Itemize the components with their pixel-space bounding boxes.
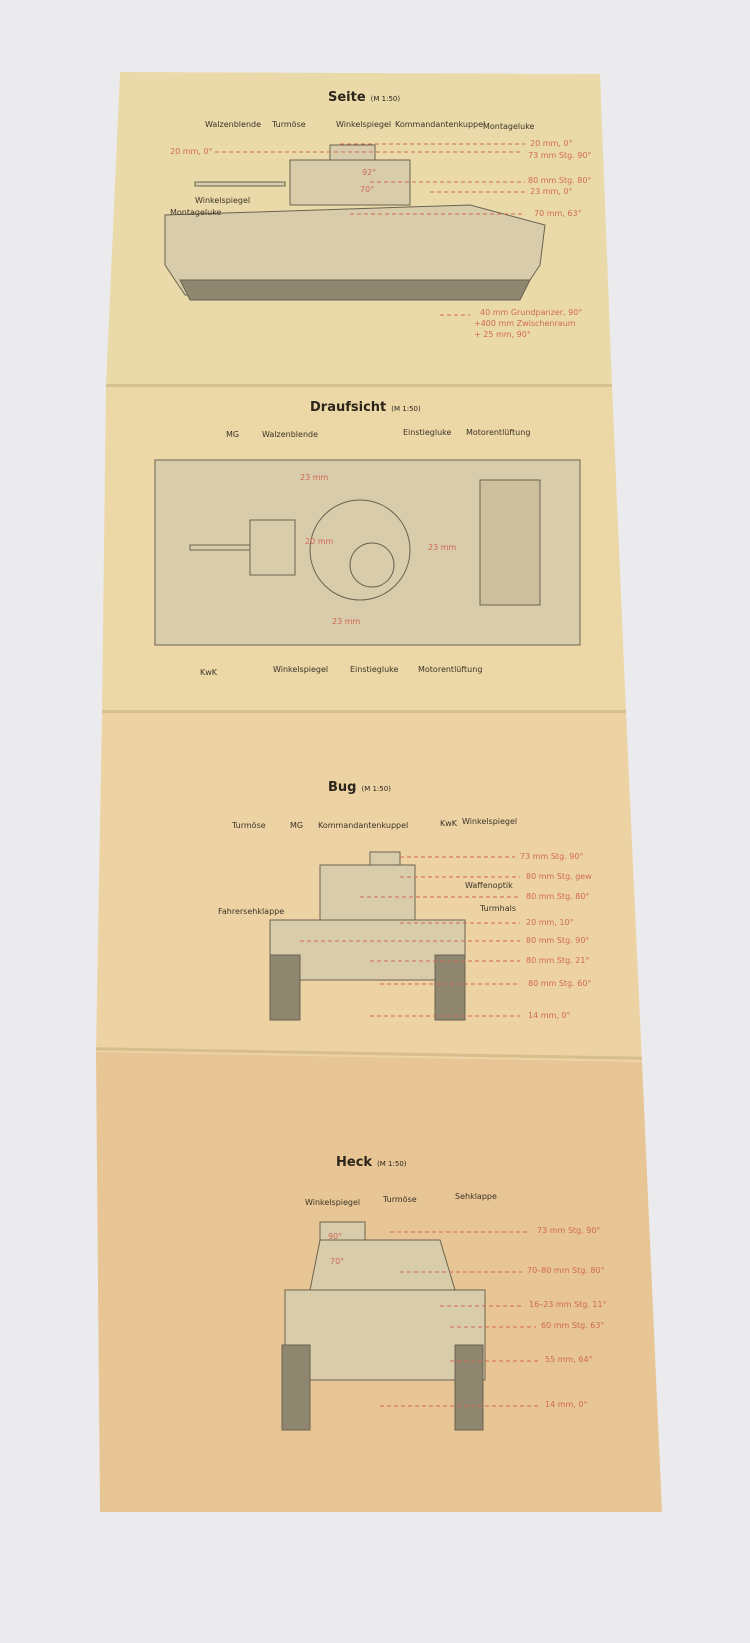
tank-rear-drawing bbox=[281, 1221, 486, 1431]
armor-value: 23 mm bbox=[332, 617, 361, 626]
label: Montageluke bbox=[483, 122, 535, 131]
armor-value: 70 mm, 63° bbox=[534, 209, 582, 218]
label: Kommandantenkuppel bbox=[318, 821, 409, 830]
section-title-heck: Heck(M 1:50) bbox=[336, 1155, 407, 1170]
armor-value: 14 mm, 0° bbox=[528, 1011, 571, 1020]
armor-value: 80 mm Stg. gew bbox=[526, 872, 592, 881]
armor-value: + 25 mm, 90° bbox=[474, 330, 531, 339]
label: Walzenblende bbox=[205, 120, 262, 129]
armor-value: 16–23 mm Stg. 11° bbox=[529, 1300, 607, 1309]
label: Turmhals bbox=[480, 904, 517, 913]
tank-top-drawing bbox=[154, 459, 581, 646]
angle-value: 70° bbox=[360, 185, 375, 194]
label: Winkelspiegel bbox=[336, 120, 392, 129]
label: Kommandantenkuppel bbox=[395, 120, 486, 129]
label: Waffenoptik bbox=[465, 881, 513, 890]
armor-value: 80 mm Stg. 21° bbox=[526, 956, 590, 965]
armor-value: +400 mm Zwischenraum bbox=[474, 319, 576, 328]
angle-value: 92° bbox=[362, 168, 377, 177]
label: KwK bbox=[440, 819, 458, 828]
armor-value: 80 mm Stg. 60° bbox=[528, 979, 592, 988]
armor-leader-lines bbox=[215, 143, 540, 1407]
tank-front-drawing bbox=[269, 851, 466, 1021]
armor-value: 20 mm, 10° bbox=[526, 918, 574, 927]
armor-value: 70–80 mm Stg. 80° bbox=[527, 1266, 605, 1275]
armor-value: 73 mm Stg. 90° bbox=[520, 852, 584, 861]
label: Montageluke bbox=[170, 208, 222, 217]
armor-value: 14 mm, 0° bbox=[545, 1400, 588, 1409]
armor-value: 73 mm Stg. 90° bbox=[537, 1226, 601, 1235]
label: Sehklappe bbox=[455, 1192, 497, 1201]
section-title-bug: Bug(M 1:50) bbox=[328, 780, 391, 795]
armor-value: 23 mm bbox=[428, 543, 457, 552]
armor-value: 23 mm bbox=[300, 473, 329, 482]
armor-value: 60 mm Stg. 63° bbox=[541, 1321, 605, 1330]
fold-line bbox=[106, 384, 612, 387]
label: Winkelspiegel bbox=[305, 1198, 361, 1207]
armor-value: 73 mm Stg. 90° bbox=[528, 151, 592, 160]
label: Turmöse bbox=[232, 821, 266, 830]
section-title-seite: Seite(M 1:50) bbox=[328, 90, 401, 105]
angle-value: 70° bbox=[330, 1257, 345, 1266]
label: Turmöse bbox=[272, 120, 306, 129]
label: Walzenblende bbox=[262, 430, 319, 439]
label: Winkelspiegel bbox=[462, 817, 518, 826]
label: KwK bbox=[200, 668, 218, 677]
armor-value: 55 mm, 64° bbox=[545, 1355, 593, 1364]
armor-value: 20 mm bbox=[305, 537, 334, 546]
armor-value: 80 mm Stg. 80° bbox=[528, 176, 592, 185]
fold-line bbox=[102, 710, 626, 713]
label: Motorentlüftung bbox=[418, 665, 483, 674]
armor-value: 23 mm, 0° bbox=[530, 187, 573, 196]
label: Motorentlüftung bbox=[466, 428, 531, 437]
label: Einstiegluke bbox=[350, 665, 399, 674]
armor-value: 80 mm Stg. 90° bbox=[526, 936, 590, 945]
armor-value: 20 mm, 0° bbox=[170, 147, 213, 156]
label: Turmöse bbox=[383, 1195, 417, 1204]
label: Fahrersehklappe bbox=[218, 907, 285, 916]
armor-value: 40 mm Grundpanzer, 90° bbox=[480, 308, 583, 317]
armor-value: 80 mm Stg. 80° bbox=[526, 892, 590, 901]
label: MG bbox=[290, 821, 304, 830]
tank-side-drawing bbox=[164, 144, 546, 301]
angle-value: 90° bbox=[328, 1232, 343, 1241]
label: MG bbox=[226, 430, 240, 439]
armor-value: 20 mm, 0° bbox=[530, 139, 573, 148]
label: Winkelspiegel bbox=[195, 196, 251, 205]
label: Winkelspiegel bbox=[273, 665, 329, 674]
label: Einstiegluke bbox=[403, 428, 452, 437]
section-title-draufsicht: Draufsicht(M 1:50) bbox=[310, 400, 421, 415]
